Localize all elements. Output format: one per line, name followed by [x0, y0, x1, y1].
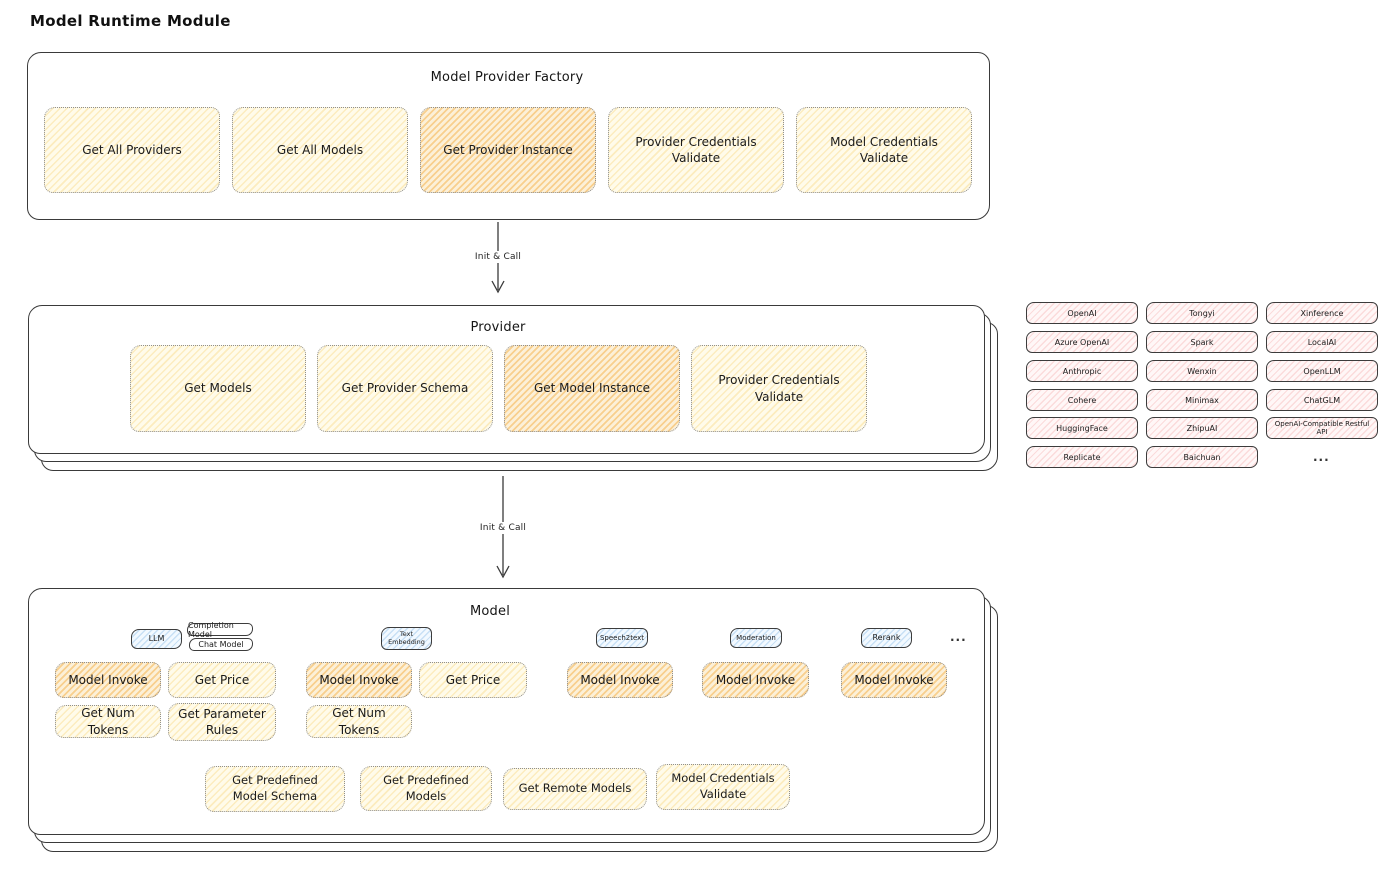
embedding-op-get-num-tokens: Get Num Tokens: [306, 705, 412, 738]
model-tags-ellipsis: ...: [950, 630, 967, 644]
model-tag-chat-model: Chat Model: [189, 638, 253, 651]
embedding-op-get-price: Get Price: [419, 662, 527, 698]
model-tag-completion-model: Completion Model: [187, 621, 253, 639]
embedding-op-model-invoke: Model Invoke: [306, 662, 412, 698]
provider-box-provider-credentials-validate: Provider Credentials Validate: [691, 345, 867, 432]
page-title: Model Runtime Module: [30, 12, 231, 30]
llm-op-get-num-tokens: Get Num Tokens: [55, 705, 161, 738]
provider-box-get-provider-schema: Get Provider Schema: [317, 345, 493, 432]
flow-label-init-call-2: Init & Call: [475, 522, 531, 534]
llm-op-model-invoke: Model Invoke: [55, 662, 161, 698]
provider-chips-ellipsis: ...: [1313, 450, 1330, 464]
factory-box-get-provider-instance: Get Provider Instance: [420, 107, 596, 193]
model-tag-speech2text: Speech2text: [596, 628, 648, 648]
provider-chip-chatglm: ChatGLM: [1266, 389, 1378, 411]
model-tag-rerank: Rerank: [861, 628, 912, 648]
factory-box-get-all-models: Get All Models: [232, 107, 408, 193]
provider-chip-minimax: Minimax: [1146, 389, 1258, 411]
factory-title: Model Provider Factory: [430, 70, 584, 85]
provider-title: Provider: [470, 320, 526, 335]
provider-chip-xinference: Xinference: [1266, 302, 1378, 324]
speech2text-op-model-invoke: Model Invoke: [567, 662, 673, 698]
provider-chip-openai-compatible-restful-api: OpenAI-Compatible Restful API: [1266, 417, 1378, 439]
factory-box-provider-credentials-validate: Provider Credentials Validate: [608, 107, 784, 193]
provider-chip-wenxin: Wenxin: [1146, 360, 1258, 382]
moderation-op-model-invoke: Model Invoke: [702, 662, 809, 698]
model-tag-moderation: Moderation: [730, 628, 782, 648]
llm-op-get-price: Get Price: [168, 662, 276, 698]
model-op-get-predefined-models: Get Predefined Models: [360, 766, 492, 811]
provider-chip-replicate: Replicate: [1026, 446, 1138, 468]
provider-box-get-models: Get Models: [130, 345, 306, 432]
rerank-op-model-invoke: Model Invoke: [841, 662, 947, 698]
provider-chip-spark: Spark: [1146, 331, 1258, 353]
model-op-get-predefined-model-schema: Get Predefined Model Schema: [205, 766, 345, 812]
provider-chip-azure-openai: Azure OpenAI: [1026, 331, 1138, 353]
factory-box-get-all-providers: Get All Providers: [44, 107, 220, 193]
provider-chip-cohere: Cohere: [1026, 389, 1138, 411]
model-op-get-remote-models: Get Remote Models: [503, 768, 647, 810]
model-title: Model: [469, 604, 511, 619]
model-tag-llm: LLM: [131, 629, 182, 649]
llm-op-get-parameter-rules: Get Parameter Rules: [168, 703, 276, 741]
provider-chip-openai: OpenAI: [1026, 302, 1138, 324]
provider-chip-anthropic: Anthropic: [1026, 360, 1138, 382]
model-tag-text-embedding: Text Embedding: [381, 627, 432, 650]
provider-chip-baichuan: Baichuan: [1146, 446, 1258, 468]
provider-chip-tongyi: Tongyi: [1146, 302, 1258, 324]
provider-box-get-model-instance: Get Model Instance: [504, 345, 680, 432]
factory-box-model-credentials-validate: Model Credentials Validate: [796, 107, 972, 193]
provider-chip-zhipuai: ZhipuAI: [1146, 417, 1258, 439]
flow-label-init-call-1: Init & Call: [470, 251, 526, 263]
model-op-model-credentials-validate: Model Credentials Validate: [656, 764, 790, 810]
provider-chip-localai: LocalAI: [1266, 331, 1378, 353]
provider-chip-huggingface: HuggingFace: [1026, 417, 1138, 439]
provider-chip-openllm: OpenLLM: [1266, 360, 1378, 382]
